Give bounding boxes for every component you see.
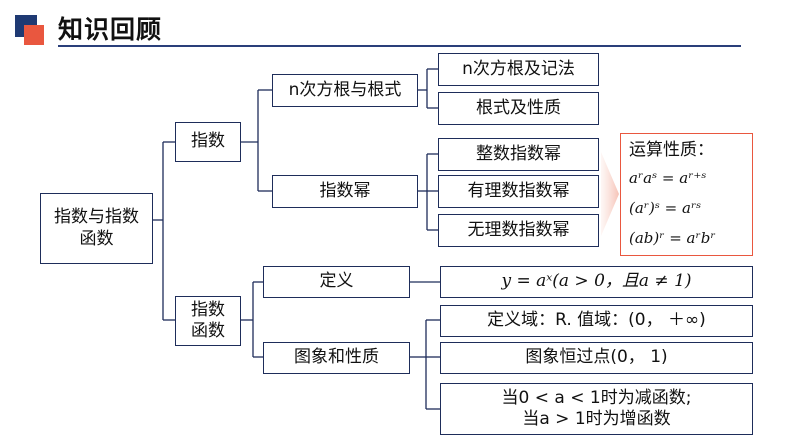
operations-box: 运算性质： aʳaˢ = aʳ⁺ˢ (aʳ)ˢ = aʳˢ (ab)ʳ = aʳ…: [620, 133, 753, 256]
operation-rule-3: (ab)ʳ = aʳbʳ: [629, 229, 716, 247]
monotonicity-line2: 当a > 1时为增函数: [522, 409, 671, 429]
leaf-fixed-point: 图象恒过点(0， 1): [440, 342, 753, 374]
node-power: 指数幂: [272, 175, 418, 208]
page-title: 知识回顾: [58, 15, 163, 44]
node-exponent: 指数: [175, 122, 241, 162]
node-exponential-function: 指数 函数: [175, 296, 241, 346]
node-exponential-function-line1: 指数: [191, 299, 225, 320]
monotonicity-line1: 当0 < a < 1时为减函数;: [501, 387, 692, 408]
node-definition: 定义: [263, 266, 410, 298]
leaf-nth-root-notation: n次方根及记法: [438, 53, 599, 86]
leaf-integer-power: 整数指数幂: [438, 138, 599, 171]
operation-rule-1: aʳaˢ = aʳ⁺ˢ: [629, 169, 707, 187]
leaf-irrational-power: 无理数指数幂: [438, 214, 599, 247]
leaf-definition-formula: y = aˣ(a > 0，且a ≠ 1): [440, 266, 753, 298]
leaf-radical-properties: 根式及性质: [438, 92, 599, 125]
node-graph-properties: 图象和性质: [263, 342, 410, 374]
node-exponential-function-line2: 函数: [191, 321, 225, 341]
leaf-rational-power: 有理数指数幂: [438, 175, 599, 208]
title-underline: [58, 45, 741, 47]
root-line1: 指数与指数: [54, 207, 139, 228]
logo-square-orange: [24, 25, 44, 45]
leaf-monotonicity: 当0 < a < 1时为减函数; 当a > 1时为增函数: [440, 383, 753, 435]
leaf-domain-range: 定义域：R. 值域：(0， ＋∞): [440, 305, 753, 337]
root-node: 指数与指数 函数: [40, 193, 153, 264]
node-nth-root-radical: n次方根与根式: [272, 74, 418, 107]
definition-formula-text: y = aˣ(a > 0，且a ≠ 1): [501, 271, 692, 292]
arrow-to-operations: [601, 152, 619, 236]
operation-rule-2: (aʳ)ˢ = aʳˢ: [629, 199, 702, 217]
root-line2: 函数: [79, 228, 114, 249]
operations-title: 运算性质：: [629, 140, 714, 160]
